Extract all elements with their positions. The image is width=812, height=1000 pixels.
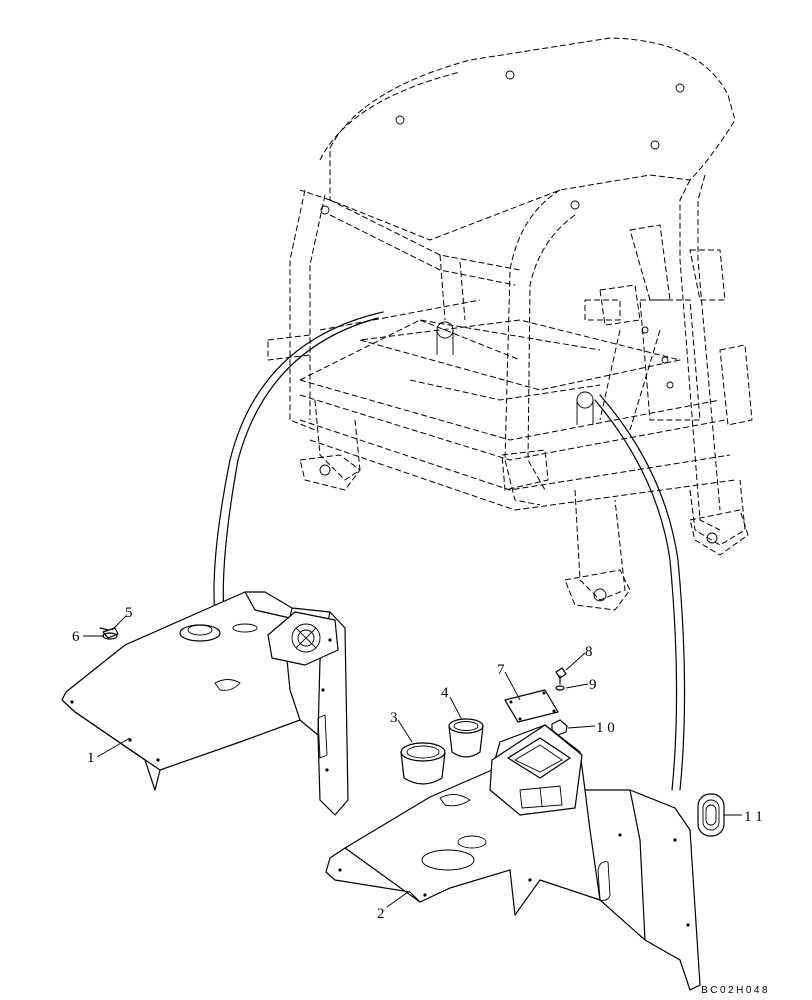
callout-8: 8 [585, 644, 593, 660]
callout-3: 3 [390, 710, 398, 726]
callout-9: 9 [589, 677, 597, 693]
callout-7: 7 [497, 662, 505, 678]
callout-10: 1 0 [596, 720, 615, 736]
callout-2: 2 [377, 906, 385, 922]
callout-6: 6 [72, 629, 80, 645]
part-8-9-10-fasteners [551, 667, 568, 736]
rops-canopy-frame [267, 37, 753, 611]
leader-lines [83, 615, 742, 908]
part-7-plate [504, 689, 559, 723]
part-3-cup-large [400, 742, 446, 785]
callout-4: 4 [441, 685, 449, 701]
callout-5: 5 [125, 605, 133, 621]
part-4-cup-small [448, 718, 484, 758]
seal-strip [213, 311, 686, 791]
callout-1: 1 [87, 750, 95, 766]
part-1-left-cover [61, 591, 349, 816]
part-11-grommet [697, 793, 725, 837]
drawing-code: BC02H048 [701, 985, 770, 996]
callouts: 1 2 3 4 5 6 7 8 9 1 0 1 1 [72, 605, 763, 922]
callout-11: 1 1 [744, 809, 763, 825]
part-5-6-bolt-washer [99, 627, 119, 640]
part-2-right-cover [325, 724, 701, 991]
